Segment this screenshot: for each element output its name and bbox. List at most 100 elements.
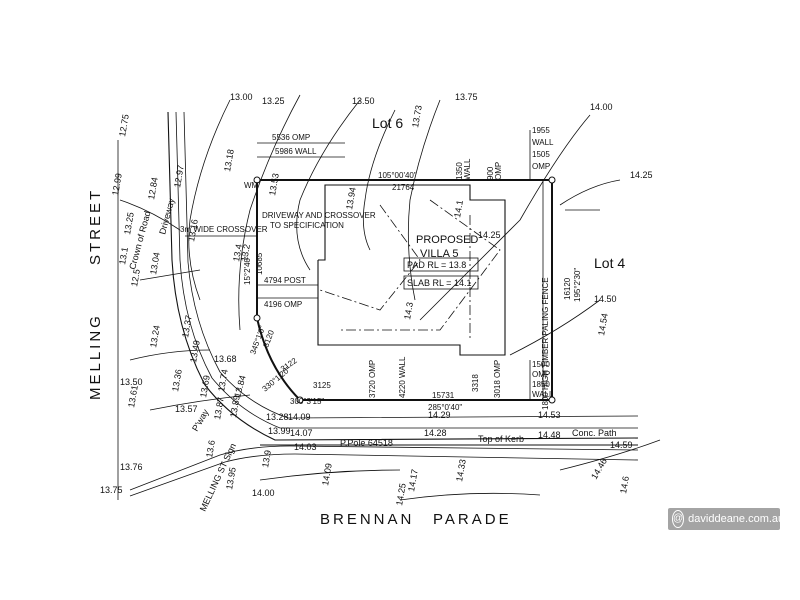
level-label: 14.3 — [402, 301, 415, 320]
level-label: 13.99 — [268, 426, 291, 436]
level-label: 13.25 — [122, 211, 136, 235]
dim-omp-t: OMP — [494, 162, 503, 180]
level-label: 14.25 — [478, 230, 501, 240]
level-label: 13.50 — [352, 96, 375, 106]
level-label: 14.07 — [290, 428, 313, 438]
note-conc-path: Conc. Path — [572, 428, 617, 438]
right-length: 16120 — [563, 277, 572, 300]
level-label: 13.75 — [100, 485, 123, 495]
dim-post: 4794 POST — [264, 276, 306, 285]
level-label: 13.84 — [232, 374, 247, 398]
level-label: 14.1 — [452, 199, 465, 218]
chord2-length: 3125 — [313, 381, 331, 390]
level-label: 14.48 — [538, 430, 561, 440]
street-name-street: STREET — [87, 188, 104, 265]
level-label: 13.94 — [344, 186, 358, 210]
level-label: 14.53 — [538, 410, 561, 420]
dim-3018: 3018 OMP — [493, 360, 502, 398]
level-label: 14.33 — [454, 458, 468, 482]
dim-wall-r: WALL — [532, 138, 554, 147]
level-label: 13.87 — [212, 396, 226, 420]
lot6-label: Lot 6 — [372, 115, 403, 131]
slab-rl: SLAB RL = 14.1 — [407, 278, 471, 288]
villa-footprint — [317, 184, 506, 356]
contour-lines — [119, 94, 661, 501]
level-label: 14.09 — [288, 412, 311, 422]
level-label: 13.28 — [266, 412, 289, 422]
left-bearing: 15°2'40" — [243, 255, 252, 285]
watermark-logo-icon: @ — [672, 510, 685, 528]
level-label: 14.59 — [610, 440, 633, 450]
level-label: 12.5 — [129, 268, 142, 287]
watermark: @ daviddeane.com.au — [668, 508, 784, 530]
lot4-label: Lot 4 — [594, 255, 625, 271]
level-label: 14.50 — [594, 294, 617, 304]
level-label: 12.84 — [146, 176, 160, 200]
street-name-melling: MELLING — [87, 313, 104, 400]
note-ppole: P.Pole 64518 — [340, 438, 393, 448]
level-label: 13.25 — [262, 96, 285, 106]
level-label: 13.04 — [148, 251, 162, 275]
level-label: 13.68 — [214, 354, 237, 364]
watermark-text: daviddeane.com.au — [688, 513, 785, 525]
level-label: 14.17 — [406, 468, 420, 492]
level-label: 13.76 — [120, 462, 143, 472]
right-bearing: 195°2'30" — [573, 268, 582, 302]
level-label: 13.73 — [410, 104, 424, 128]
level-label: 13.2 — [239, 243, 252, 262]
level-label: 12.97 — [172, 164, 186, 188]
level-label: 13.6 — [204, 439, 217, 458]
level-label: 12.99 — [110, 172, 124, 196]
note-driveway-1: DRIVEWAY AND CROSSOVER — [262, 211, 376, 220]
level-label: 13.24 — [148, 324, 162, 348]
level-label: 14.28 — [424, 428, 447, 438]
dim-omp-top: 5536 OMP — [272, 133, 310, 142]
note-kerb: Top of Kerb — [478, 434, 524, 444]
dim-1500: 1500 — [532, 360, 550, 369]
dim-3720: 3720 OMP — [368, 360, 377, 398]
level-label: 13.00 — [230, 92, 253, 102]
left-length: 10685 — [255, 252, 264, 275]
level-label: 13.37 — [180, 314, 194, 338]
villa-title: PROPOSED — [416, 234, 478, 246]
level-label: 12.75 — [117, 113, 131, 137]
dim-1955: 1955 — [532, 126, 550, 135]
dim-omp-r: OMP — [532, 162, 550, 171]
level-label: 13.53 — [267, 172, 281, 196]
level-label: 14.00 — [590, 102, 613, 112]
dim-1850: 1850 — [532, 380, 550, 389]
level-label: 13.50 — [120, 377, 143, 387]
dim-1350: 1350 — [455, 162, 464, 180]
level-label: 13.61 — [126, 384, 140, 408]
level-label: 14.46 — [589, 456, 609, 481]
villa-name: VILLA 5 — [420, 248, 459, 260]
note-driveway-2: TO SPECIFICATION — [270, 221, 344, 230]
level-label: 14.6 — [618, 475, 631, 494]
level-label: 13.1 — [117, 246, 130, 265]
note-wm: WM — [244, 181, 259, 190]
chord2-bearing: 300°3'15" — [290, 397, 324, 406]
dim-omp-br: OMP — [532, 370, 550, 379]
note-crossover: 3m WIDE CROSSOVER — [180, 225, 268, 234]
level-label: 13.4 — [231, 243, 244, 262]
dim-4220: 4220 WALL — [398, 356, 407, 398]
street-name-parade: PARADE — [433, 511, 512, 528]
dim-wall-t: WALL — [463, 158, 472, 180]
level-label: 14.25 — [394, 482, 408, 506]
dim-omp-left: 4196 OMP — [264, 300, 302, 309]
street-name-brennan: BRENNAN — [320, 511, 414, 528]
dim-wall-top: 5986 WALL — [275, 147, 317, 156]
note-drive: Driveway — [157, 197, 176, 236]
dim-3318: 3318 — [471, 374, 480, 392]
level-label: 14.54 — [596, 312, 610, 336]
top-length: 21764 — [392, 183, 415, 192]
level-label: 13.18 — [222, 148, 236, 172]
level-label: 14.29 — [428, 410, 451, 420]
fence-note: 1800 HIGH TIMBER PALING FENCE — [541, 277, 550, 410]
spot-levels: 13.00 13.25 13.50 13.73 13.75 14.00 14.2… — [100, 92, 653, 506]
level-label: 13.74 — [216, 368, 230, 392]
level-label: 14.09 — [320, 462, 334, 486]
level-label: 14.25 — [630, 170, 653, 180]
dim-900: 900 — [486, 166, 495, 180]
